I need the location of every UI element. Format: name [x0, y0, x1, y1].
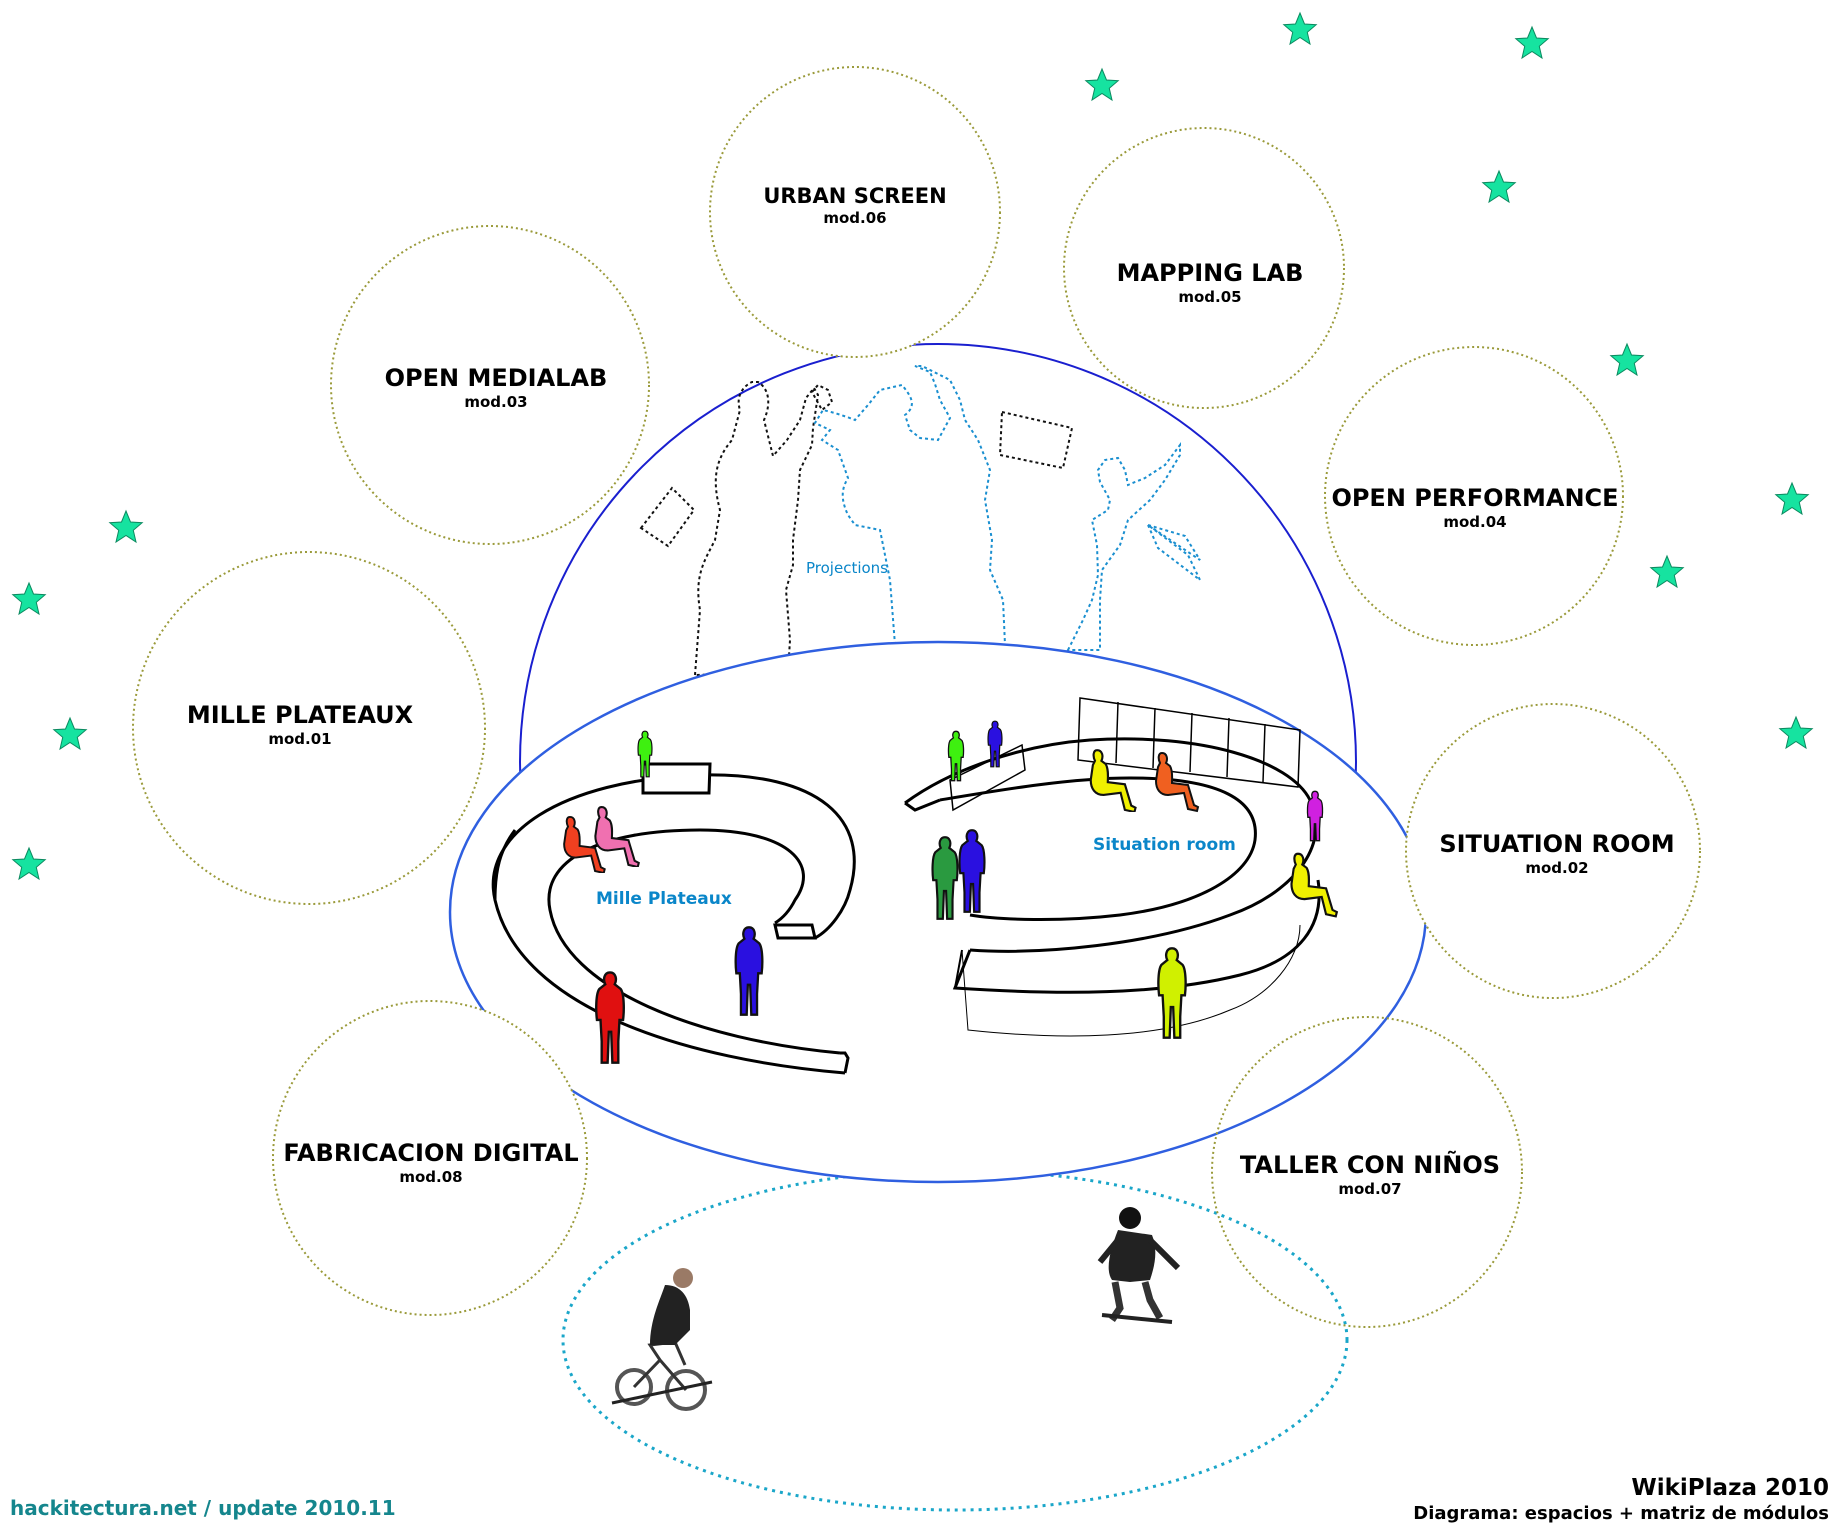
- star-icon: [1515, 26, 1549, 59]
- module-name: MILLE PLATEAUX: [187, 701, 414, 729]
- cyclist-photo: [611, 1268, 713, 1411]
- module-taller-con-ninos: TALLER CON NIÑOS mod.07: [1211, 1016, 1523, 1328]
- module-circle: [1324, 346, 1624, 646]
- module-circle: [1405, 703, 1701, 999]
- star-icon: [1610, 343, 1644, 376]
- star-icon: [1775, 482, 1809, 515]
- module-code: mod.01: [268, 730, 331, 748]
- module-code: mod.07: [1338, 1180, 1401, 1198]
- projection-panel-top: [998, 410, 1074, 470]
- projection-figure-left: [693, 381, 820, 677]
- star-icon: [1085, 68, 1119, 101]
- module-circle: [1211, 1016, 1523, 1328]
- diagram-subtitle: Diagrama: espacios + matriz de módulos: [1413, 1503, 1829, 1524]
- module-circle: [132, 551, 486, 905]
- star-icon: [1650, 555, 1684, 588]
- module-mapping-lab: MAPPING LAB mod.05: [1063, 127, 1345, 409]
- situation-room-label: Situation room: [1093, 835, 1236, 855]
- module-code: mod.06: [823, 209, 886, 227]
- star-icon: [1779, 716, 1813, 749]
- skateboarder-photo: [1097, 1207, 1181, 1324]
- situation-room-screens: [1077, 697, 1301, 788]
- module-code: mod.03: [464, 393, 527, 411]
- star-icon: [12, 847, 46, 880]
- module-urban-screen: URBAN SCREEN mod.06: [709, 66, 1001, 358]
- module-name: OPEN MEDIALAB: [385, 364, 608, 392]
- module-mille-plateaux: MILLE PLATEAUX mod.01: [132, 551, 486, 905]
- module-circle: [272, 1000, 588, 1316]
- module-name: URBAN SCREEN: [763, 184, 946, 208]
- module-code: mod.02: [1525, 859, 1588, 877]
- mille-plateaux-table: [641, 762, 712, 795]
- mille-plateaux-stool: [773, 923, 817, 940]
- module-situation-room: SITUATION ROOM mod.02: [1405, 703, 1701, 999]
- projection-figure-center: [813, 365, 1007, 646]
- projection-panel-left: [639, 486, 696, 548]
- projections-label: Projections: [806, 559, 888, 577]
- projection-figures: [639, 365, 1201, 677]
- diagram-title: WikiPlaza 2010: [1631, 1475, 1829, 1501]
- title-block: WikiPlaza 2010 Diagrama: espacios + matr…: [1413, 1474, 1829, 1525]
- module-code: mod.05: [1178, 288, 1241, 306]
- module-fabricacion-digital: FABRICACION DIGITAL mod.08: [272, 1000, 588, 1316]
- projection-figure-left-hand: [810, 383, 834, 412]
- module-code: mod.04: [1443, 513, 1506, 531]
- module-name: MAPPING LAB: [1117, 259, 1304, 287]
- module-name: FABRICACION DIGITAL: [283, 1139, 578, 1167]
- situation-room-bench: [904, 697, 1321, 1037]
- module-name: OPEN PERFORMANCE: [1331, 484, 1618, 512]
- module-circle: [1063, 127, 1345, 409]
- module-code: mod.08: [399, 1168, 462, 1186]
- module-circle: [330, 225, 650, 545]
- projection-panel-right: [1145, 521, 1201, 581]
- star-icon: [12, 582, 46, 615]
- star-icon: [1283, 12, 1317, 45]
- module-open-performance: OPEN PERFORMANCE mod.04: [1324, 346, 1624, 646]
- credit-text: hackitectura.net / update 2010.11: [10, 1496, 396, 1520]
- module-name: SITUATION ROOM: [1439, 830, 1674, 858]
- plaza-ellipse: [561, 1168, 1349, 1512]
- module-open-medialab: OPEN MEDIALAB mod.03: [330, 225, 650, 545]
- module-name: TALLER CON NIÑOS: [1240, 1150, 1500, 1179]
- star-icon: [53, 717, 87, 750]
- star-icon: [1482, 170, 1516, 203]
- mille-plateaux-label: Mille Plateaux: [596, 889, 732, 909]
- projection-figure-right: [1066, 442, 1181, 651]
- module-circle: [709, 66, 1001, 358]
- star-icon: [109, 510, 143, 543]
